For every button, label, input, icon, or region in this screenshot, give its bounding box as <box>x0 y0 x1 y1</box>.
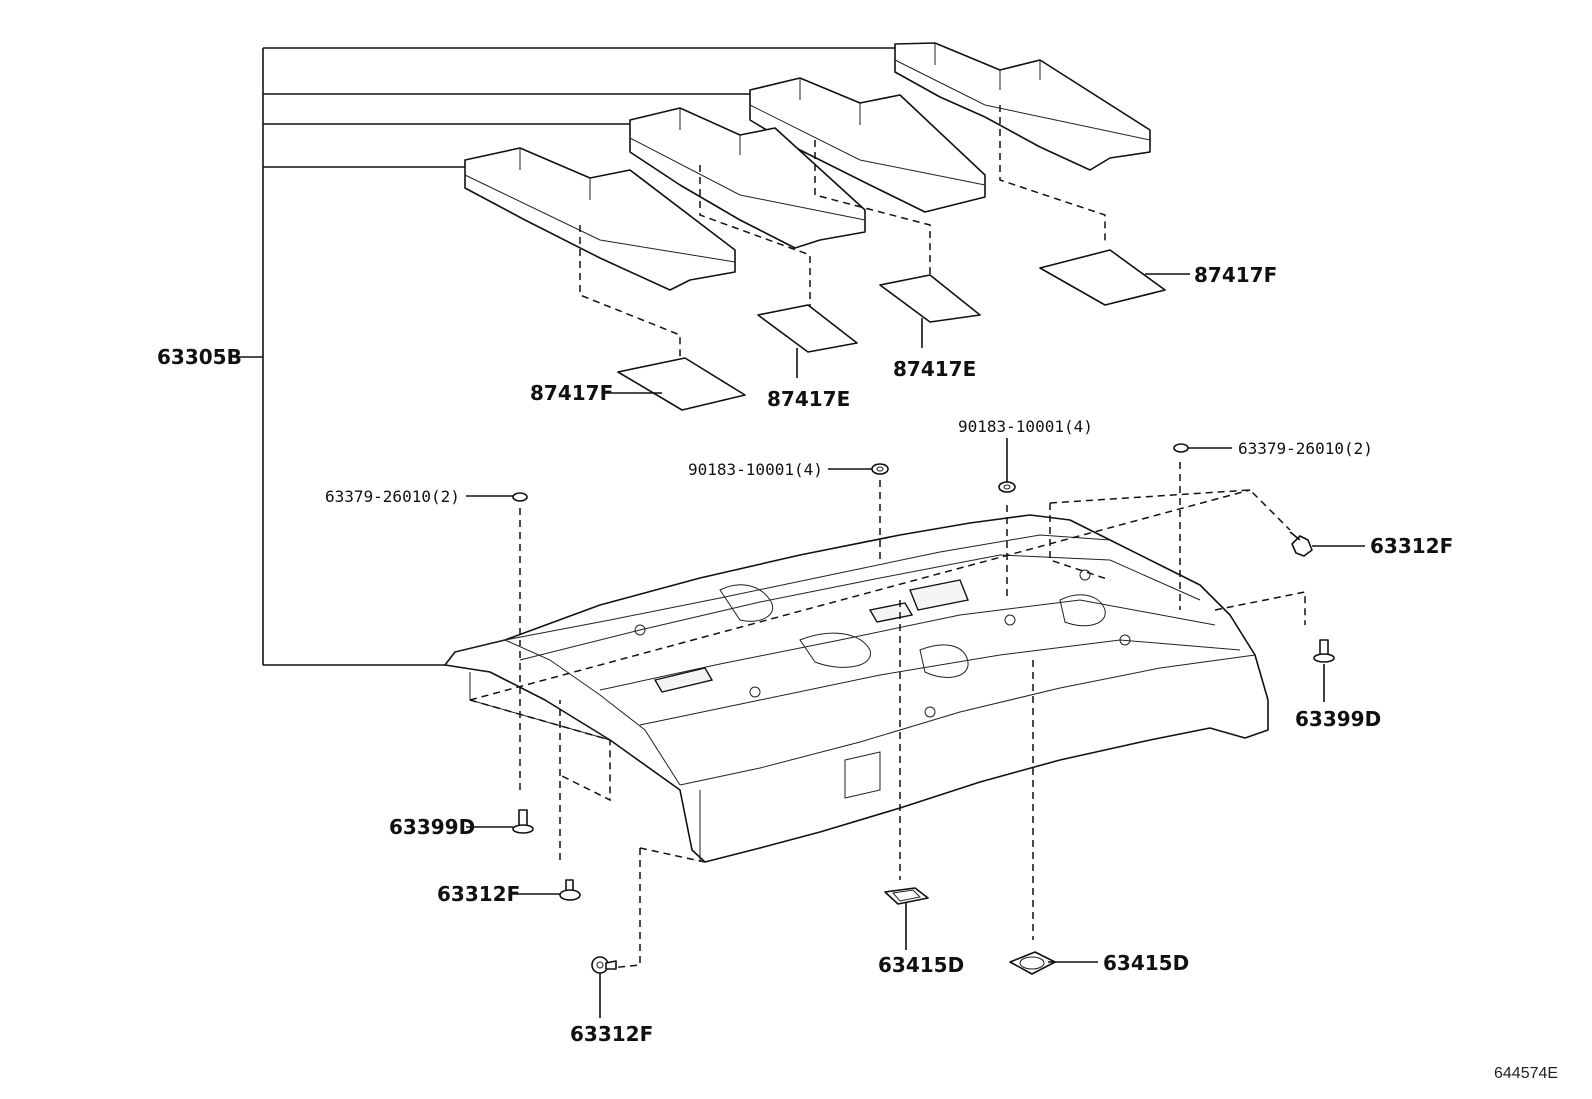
label-nut-90183-center: 90183-10001(4) <box>688 460 823 479</box>
pad-63415D-center <box>884 887 929 950</box>
label-clip-63312F-rear-right: 63312F <box>1370 534 1453 558</box>
label-pad-87417E-center-left: 87417E <box>767 387 850 411</box>
label-nut-90183-right: 90183-10001(4) <box>958 417 1093 436</box>
clip-63312F-front-left <box>512 879 581 901</box>
fastener-drop-lines <box>519 462 1181 940</box>
clip-63379-right <box>1173 443 1232 453</box>
label-clip-63379-right: 63379-26010(2) <box>1238 439 1373 458</box>
nut-90183-right <box>998 438 1016 493</box>
label-pad-87417F-left: 87417F <box>530 381 613 405</box>
bolt-63399D-left <box>466 809 534 834</box>
diagram-reference-code: 644574E <box>1494 1065 1558 1082</box>
label-clip-63312F-front-left: 63312F <box>437 882 520 906</box>
headliner-dashed-outline <box>469 489 1306 969</box>
roof-insulator-pad-3 <box>629 107 866 249</box>
part-labels: 63305B 87417F 87417F 87417E 87417E 90183… <box>157 263 1558 1082</box>
roof-headliner <box>444 514 1269 863</box>
sheet-87417F-left <box>605 357 746 411</box>
label-headliner-63305B: 63305B <box>157 345 242 369</box>
label-pad-63415D-center: 63415D <box>878 953 964 977</box>
label-pad-87417F-right: 87417F <box>1194 263 1277 287</box>
label-clip-63312F-bottom-left: 63312F <box>570 1022 653 1046</box>
label-clip-63379-left: 63379-26010(2) <box>325 487 460 506</box>
bracket-lines <box>233 47 895 666</box>
clip-63379-left <box>466 492 528 502</box>
clip-63312F-rear-right <box>1289 531 1365 557</box>
nut-90183-center <box>828 463 889 475</box>
sheet-87417E-center-left <box>757 304 858 378</box>
pad-63415D-right <box>1009 951 1098 975</box>
roof-insulator-pad-1 <box>894 42 1151 171</box>
label-pad-87417E-center-right: 87417E <box>893 357 976 381</box>
label-bolt-63399D-right: 63399D <box>1295 707 1381 731</box>
clip-63312F-bottom-left <box>591 956 617 1018</box>
roof-insulator-pad-4 <box>464 147 736 291</box>
pad-drop-lines <box>579 105 1106 365</box>
sheet-87417E-center-right <box>879 274 981 348</box>
sheet-87417F-right <box>1039 249 1190 306</box>
label-pad-63415D-right: 63415D <box>1103 951 1189 975</box>
bolt-63399D-right <box>1313 639 1335 702</box>
label-bolt-63399D-left: 63399D <box>389 815 475 839</box>
